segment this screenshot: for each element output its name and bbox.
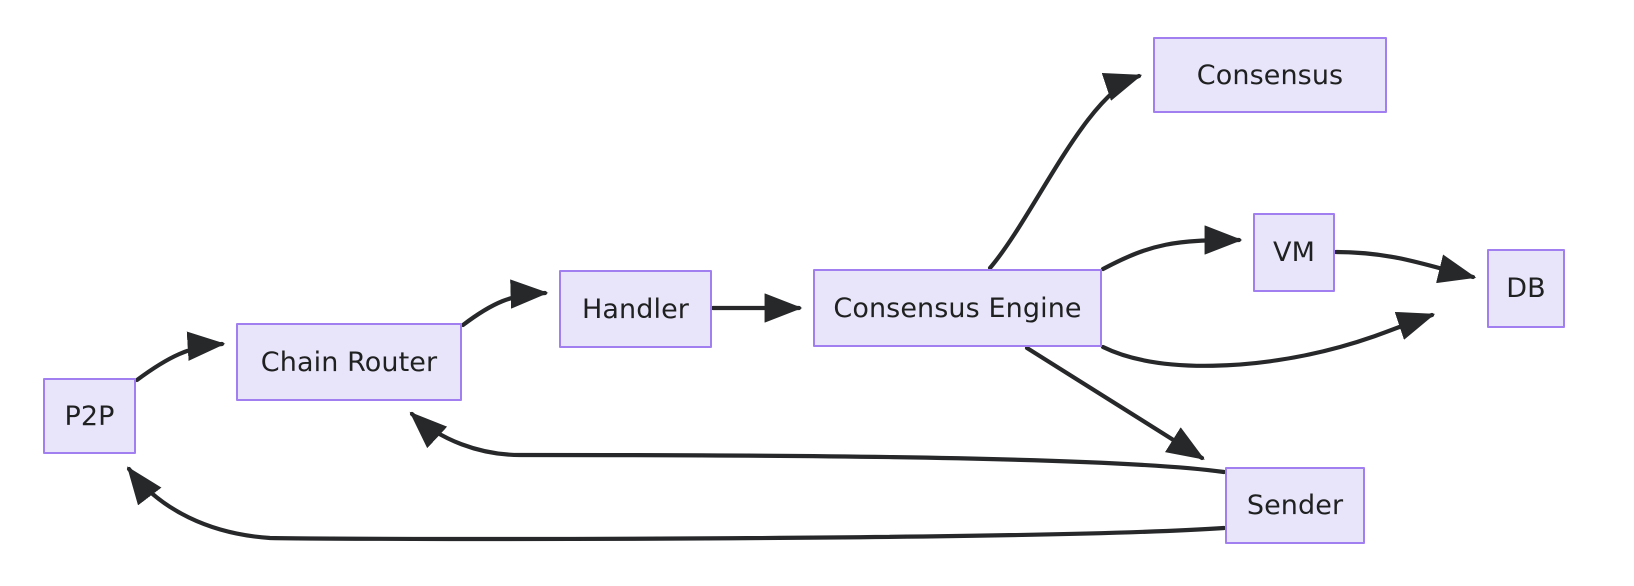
- node-consensus[interactable]: Consensus: [1153, 37, 1387, 113]
- node-chain-router[interactable]: Chain Router: [236, 323, 462, 401]
- node-sender[interactable]: Sender: [1225, 467, 1365, 544]
- node-db-label: DB: [1506, 273, 1546, 304]
- edge-chain-router-to-handler: [460, 279, 549, 328]
- node-consensus-engine[interactable]: Consensus Engine: [813, 269, 1102, 347]
- edge-sender-to-chain-router: [409, 411, 1227, 475]
- edge-p2p-to-chain-router: [134, 331, 226, 383]
- edge-vm-to-db: [1333, 249, 1477, 284]
- edge-consensus-engine-to-sender: [1024, 345, 1205, 461]
- node-handler[interactable]: Handler: [559, 270, 712, 348]
- edge-consensus-engine-to-vm: [1100, 225, 1243, 272]
- node-vm[interactable]: VM: [1253, 213, 1335, 292]
- node-p2p-label: P2P: [64, 400, 115, 432]
- edge-sender-to-p2p: [126, 466, 1227, 542]
- node-sender-label: Sender: [1246, 490, 1344, 521]
- node-vm-label: VM: [1273, 237, 1315, 268]
- node-consensus-engine-label: Consensus Engine: [833, 292, 1082, 324]
- node-p2p[interactable]: P2P: [43, 378, 136, 454]
- node-db[interactable]: DB: [1487, 249, 1565, 328]
- edge-consensus-engine-to-consensus: [987, 73, 1143, 271]
- node-consensus-label: Consensus: [1196, 59, 1344, 91]
- node-handler-label: Handler: [581, 293, 689, 325]
- edge-consensus-engine-to-db: [1100, 311, 1436, 368]
- node-chain-router-label: Chain Router: [260, 346, 438, 378]
